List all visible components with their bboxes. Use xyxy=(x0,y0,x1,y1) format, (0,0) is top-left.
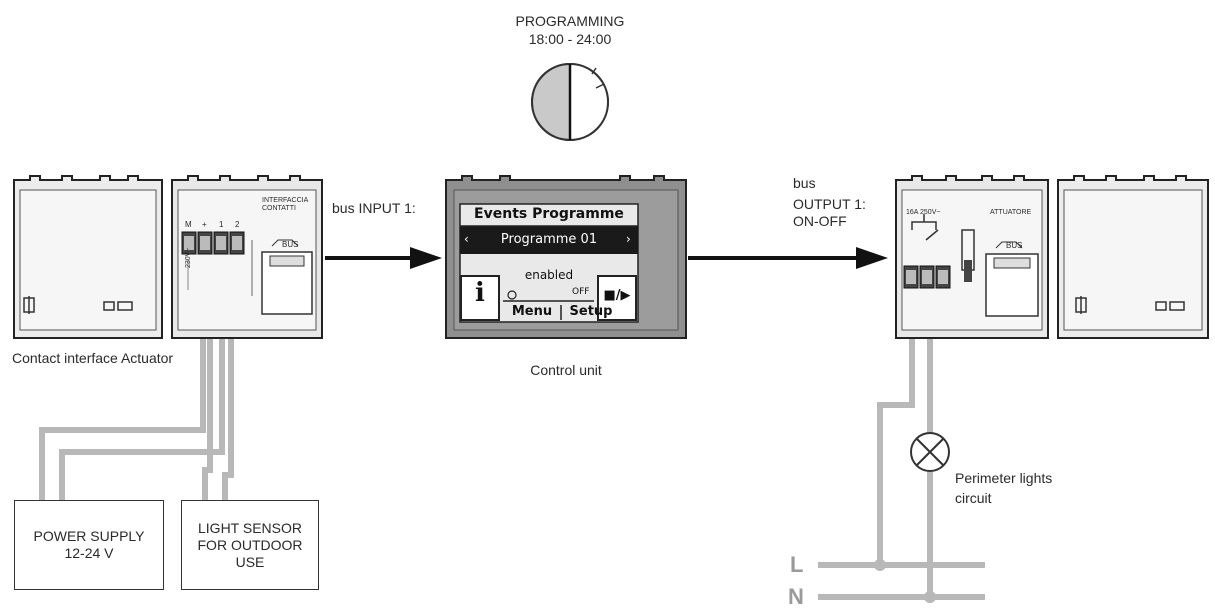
light-sensor-line2: FOR OUTDOOR xyxy=(197,536,303,553)
right-wiring xyxy=(818,300,985,600)
power-supply-box: POWER SUPPLY 12-24 V xyxy=(14,500,164,590)
left-blank-module xyxy=(13,175,163,339)
left-wiring xyxy=(39,330,234,500)
screen-status: enabled xyxy=(524,268,574,282)
left-terminal-plus: + xyxy=(202,220,207,229)
live-label: L xyxy=(790,552,804,577)
power-supply-line2: 12-24 V xyxy=(64,545,114,561)
lamp-symbol xyxy=(910,432,950,472)
menu-label[interactable]: Menu xyxy=(511,304,553,319)
light-sensor-line1: LIGHT SENSOR xyxy=(198,519,302,536)
screen-programme[interactable]: Programme 01 xyxy=(500,232,598,247)
bus-output-arrow xyxy=(688,247,888,269)
left-device-caption: Contact interface Actuator xyxy=(12,350,174,366)
screen-prev-arrow[interactable]: ‹ xyxy=(464,232,469,246)
left-terminal-2: 2 xyxy=(235,220,240,229)
bus-output-label-line2: OUTPUT 1: xyxy=(793,196,866,212)
power-supply-wire-outer xyxy=(39,330,206,500)
bus-output-label-line1: bus xyxy=(793,175,816,191)
screen-next-arrow[interactable]: › xyxy=(626,232,631,246)
control-unit-caption: Control unit xyxy=(530,362,602,378)
programming-time-range: 18:00 - 24:00 xyxy=(528,31,612,47)
clock-icon xyxy=(531,63,609,141)
bus-input-label: bus INPUT 1: xyxy=(332,200,416,216)
left-terminal-1: 1 xyxy=(219,220,224,229)
control-unit-device xyxy=(445,175,687,339)
right-actuator-module xyxy=(895,175,1049,339)
setup-label[interactable]: Setup xyxy=(569,304,613,319)
sensor-wire-a xyxy=(202,330,213,500)
left-interface-module xyxy=(171,175,323,339)
left-bus-label: BUS xyxy=(282,240,299,249)
left-voltage-label: 230V~ xyxy=(185,247,192,268)
live-junction xyxy=(874,559,886,571)
play-pause-button[interactable]: ■/▶ xyxy=(603,288,631,303)
right-rating-label: 16A 250V~ xyxy=(906,209,941,216)
sensor-wire-b xyxy=(222,330,234,500)
neutral-junction xyxy=(924,591,936,603)
right-blank-module xyxy=(1057,175,1209,339)
left-terminal-m: M xyxy=(185,220,192,229)
actuator-wire-1 xyxy=(877,300,915,565)
neutral-label: N xyxy=(788,584,804,609)
light-sensor-box: LIGHT SENSOR FOR OUTDOOR USE xyxy=(181,500,319,590)
info-button[interactable]: i xyxy=(475,278,485,308)
power-supply-line1: POWER SUPPLY xyxy=(33,528,145,544)
programming-title: PROGRAMMING xyxy=(515,13,625,29)
screen-title: Events Programme xyxy=(474,206,624,222)
left-module-text: INTERFACCIA CONTATTI xyxy=(262,197,308,212)
screen-off-label: OFF xyxy=(572,287,590,297)
lights-label-line2: circuit xyxy=(955,490,992,506)
power-supply-wire-inner xyxy=(59,330,225,500)
lights-label-line1: Perimeter lights xyxy=(955,470,1053,486)
bus-output-label-line3: ON-OFF xyxy=(793,213,847,229)
light-sensor-line3: USE xyxy=(235,553,265,570)
right-module-text: ATTUATORE xyxy=(990,209,1032,216)
bus-input-arrow xyxy=(325,247,442,269)
right-bus-label: BUS xyxy=(1006,241,1023,250)
